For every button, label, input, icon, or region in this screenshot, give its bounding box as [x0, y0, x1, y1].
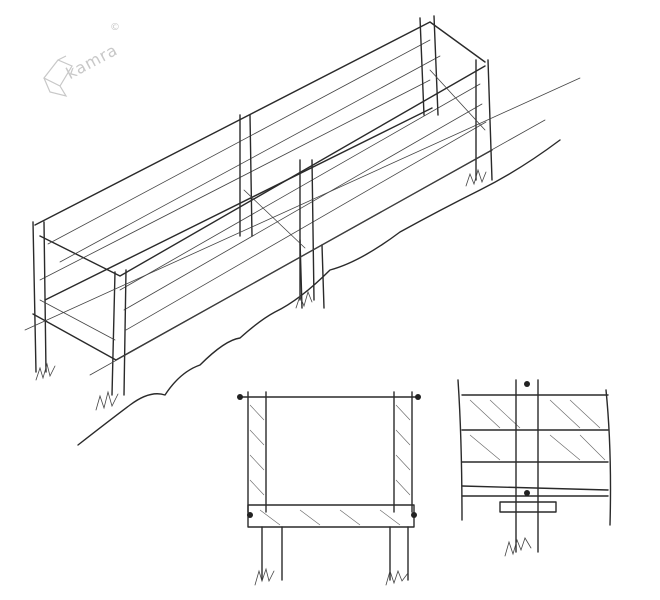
side-section-detail [457, 379, 612, 557]
cross-section-detail [237, 391, 421, 586]
raised-bed-perspective [24, 15, 581, 446]
watermark-logo-icon [43, 55, 73, 97]
watermark-copyright: © [110, 22, 120, 33]
